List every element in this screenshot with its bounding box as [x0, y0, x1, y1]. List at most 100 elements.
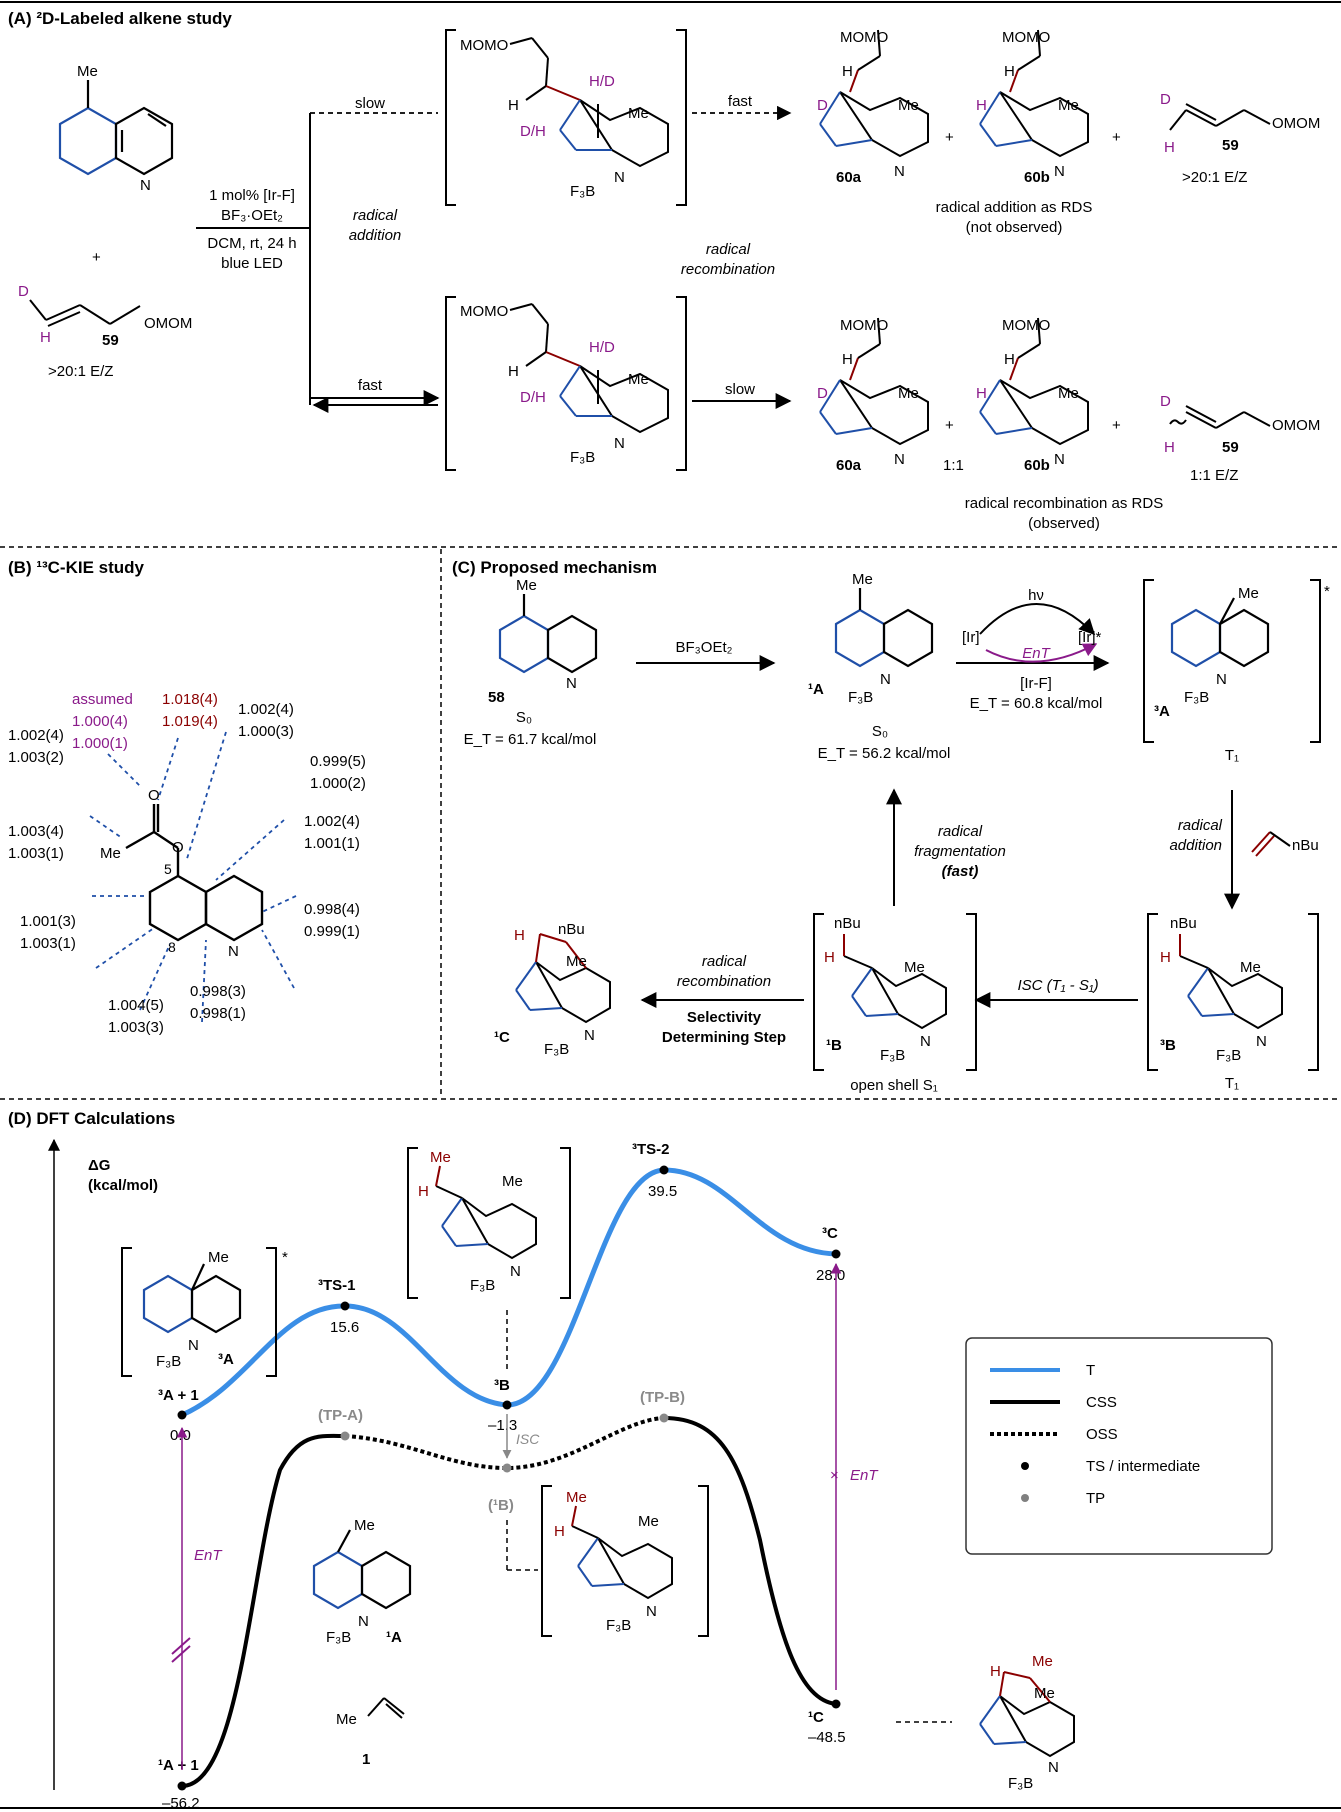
d-triplet-curve [180, 1167, 837, 1418]
top-momo: MOMO [460, 37, 508, 54]
d-1b-structure: Me H Me N F₃B [506, 1485, 709, 1637]
p59-omom: OMOM [1272, 115, 1320, 132]
d-val-3a1: 0.0 [170, 1427, 191, 1444]
c-1c-nbu: nBu [558, 921, 585, 938]
c-recomb-1: radical [702, 953, 747, 970]
d-3b-structure: Me H Me N F₃B [407, 1147, 571, 1372]
kie-11a: 0.998(3) [190, 983, 246, 1000]
d-ent-left: EnT [194, 1547, 223, 1564]
c-1b-id: ¹B [826, 1037, 842, 1054]
substrate-me: Me [77, 63, 98, 80]
kie-5a: 0.999(5) [310, 753, 366, 770]
kie-10b: 1.003(3) [108, 1019, 164, 1036]
bot-f3b: F₃B [570, 449, 595, 466]
c-rad-add-1: radical [1178, 817, 1223, 834]
d-pt-1b [502, 1463, 512, 1473]
d-1b-n: N [646, 1603, 657, 1620]
kie-9a: 0.998(4) [304, 901, 360, 918]
bot-caption-2: (observed) [1028, 515, 1100, 532]
kie-n: N [228, 943, 239, 960]
radical-addition-label-2: addition [349, 227, 402, 244]
b59-h: H [1164, 439, 1175, 456]
c-butene [1251, 831, 1291, 857]
c-1b-h: H [824, 949, 835, 966]
c-3a-me: Me [1238, 585, 1259, 602]
d-lbl-1c: ¹C [808, 1709, 824, 1726]
b60b-id: 60b [1024, 457, 1050, 474]
d-3a-structure: Me N F₃B ³A * [121, 1247, 288, 1377]
b60b-h: H [1004, 351, 1015, 368]
c-1a-n: N [880, 671, 891, 688]
top-caption-1: radical addition as RDS [936, 199, 1093, 216]
p60a-n: N [894, 163, 905, 180]
cond-4: blue LED [221, 255, 283, 272]
top-dh: D/H [520, 123, 546, 140]
d-1c-me: Me [1034, 1685, 1055, 1702]
plus-1: + [945, 129, 954, 146]
b59-omom: OMOM [1272, 417, 1320, 434]
alkene-59 [29, 299, 141, 327]
top-fast: fast [728, 93, 753, 110]
d-3a-id: ³A [218, 1351, 234, 1368]
d-3b-me: Me [502, 1173, 523, 1190]
c-3a-structure: Me N F₃B * ³A T₁ [1143, 579, 1330, 764]
bot-ratio-1: 1:1 [943, 457, 964, 474]
legend-label-ts: TS / intermediate [1086, 1458, 1200, 1475]
d-pt-1a1 [177, 1781, 187, 1791]
c-1b-structure: nBu H Me N F₃B ¹B open shell S₁ [813, 913, 977, 1094]
radical-recombination-label-2: recombination [681, 261, 775, 278]
c-hv: hν [1028, 587, 1044, 604]
b60b-me: Me [1058, 385, 1079, 402]
b60a-d: D [817, 385, 828, 402]
top-products: MOMO H D Me N 60a + MOMO H H Me N 60b + … [817, 29, 1320, 236]
c-ir: [Ir] [962, 629, 980, 646]
bot-hd: H/D [589, 339, 615, 356]
kie-7b: 1.001(1) [304, 835, 360, 852]
d-pt-1c [831, 1699, 841, 1709]
d-ent-block-1 [171, 1637, 191, 1655]
legend-label-t: T [1086, 1362, 1095, 1379]
kie-2b: 1.019(4) [162, 713, 218, 730]
kie-5b: 1.000(2) [310, 775, 366, 792]
c-3b-t1: T₁ [1225, 1075, 1239, 1092]
kie-4a: 1.002(4) [8, 727, 64, 744]
c-3b-id: ³B [1160, 1037, 1176, 1054]
c-nbu-label: nBu [1292, 837, 1319, 854]
top-f3b: F₃B [570, 183, 595, 200]
legend-box [965, 1337, 1273, 1555]
bot-dh: D/H [520, 389, 546, 406]
d-1b-f3b: F₃B [606, 1617, 631, 1634]
top-caption-2: (not observed) [966, 219, 1063, 236]
d-3b-me-red: Me [430, 1149, 451, 1166]
plus-3: + [945, 417, 954, 434]
d-1a-me: Me [354, 1517, 375, 1534]
kie-9b: 0.999(1) [304, 923, 360, 940]
b60a-me: Me [898, 385, 919, 402]
d-val-3c: 28.0 [816, 1267, 845, 1284]
c-3b-h: H [1160, 949, 1171, 966]
kie-pos5: 5 [164, 861, 172, 877]
kie-2a: 1.018(4) [162, 691, 218, 708]
d-lbl-3ts1: ³TS-1 [318, 1277, 356, 1294]
d-pt-tpb [659, 1413, 669, 1423]
c-1a-id: ¹A [808, 681, 824, 698]
kie-me: Me [100, 845, 121, 862]
c-ent: EnT [1022, 645, 1051, 662]
legend-dot-ts [1021, 1462, 1029, 1470]
c-1c-h: H [514, 927, 525, 944]
kie-6b: 1.003(1) [8, 845, 64, 862]
top-ratio: >20:1 E/Z [1182, 169, 1247, 186]
d-val-1c: –48.5 [808, 1729, 846, 1746]
bot-n: N [614, 435, 625, 452]
c-frag-1: radical [938, 823, 983, 840]
c-58-n: N [566, 675, 577, 692]
c-3a-star: * [1324, 583, 1330, 600]
d-isc: ISC [516, 1431, 540, 1447]
c-3a-t1: T₁ [1225, 747, 1239, 764]
d-3b-h: H [418, 1183, 429, 1200]
d-lbl-1a1: ¹A + 1 [158, 1757, 199, 1774]
c-1c-n: N [584, 1027, 595, 1044]
c-3a-id: ³A [1154, 703, 1170, 720]
panel-d: ΔG (kcal/mol) ³A + 1 0.0 ³TS-1 15.6 ³B –… [48, 1138, 1273, 1812]
d-lbl-3b: ³B [494, 1377, 510, 1394]
